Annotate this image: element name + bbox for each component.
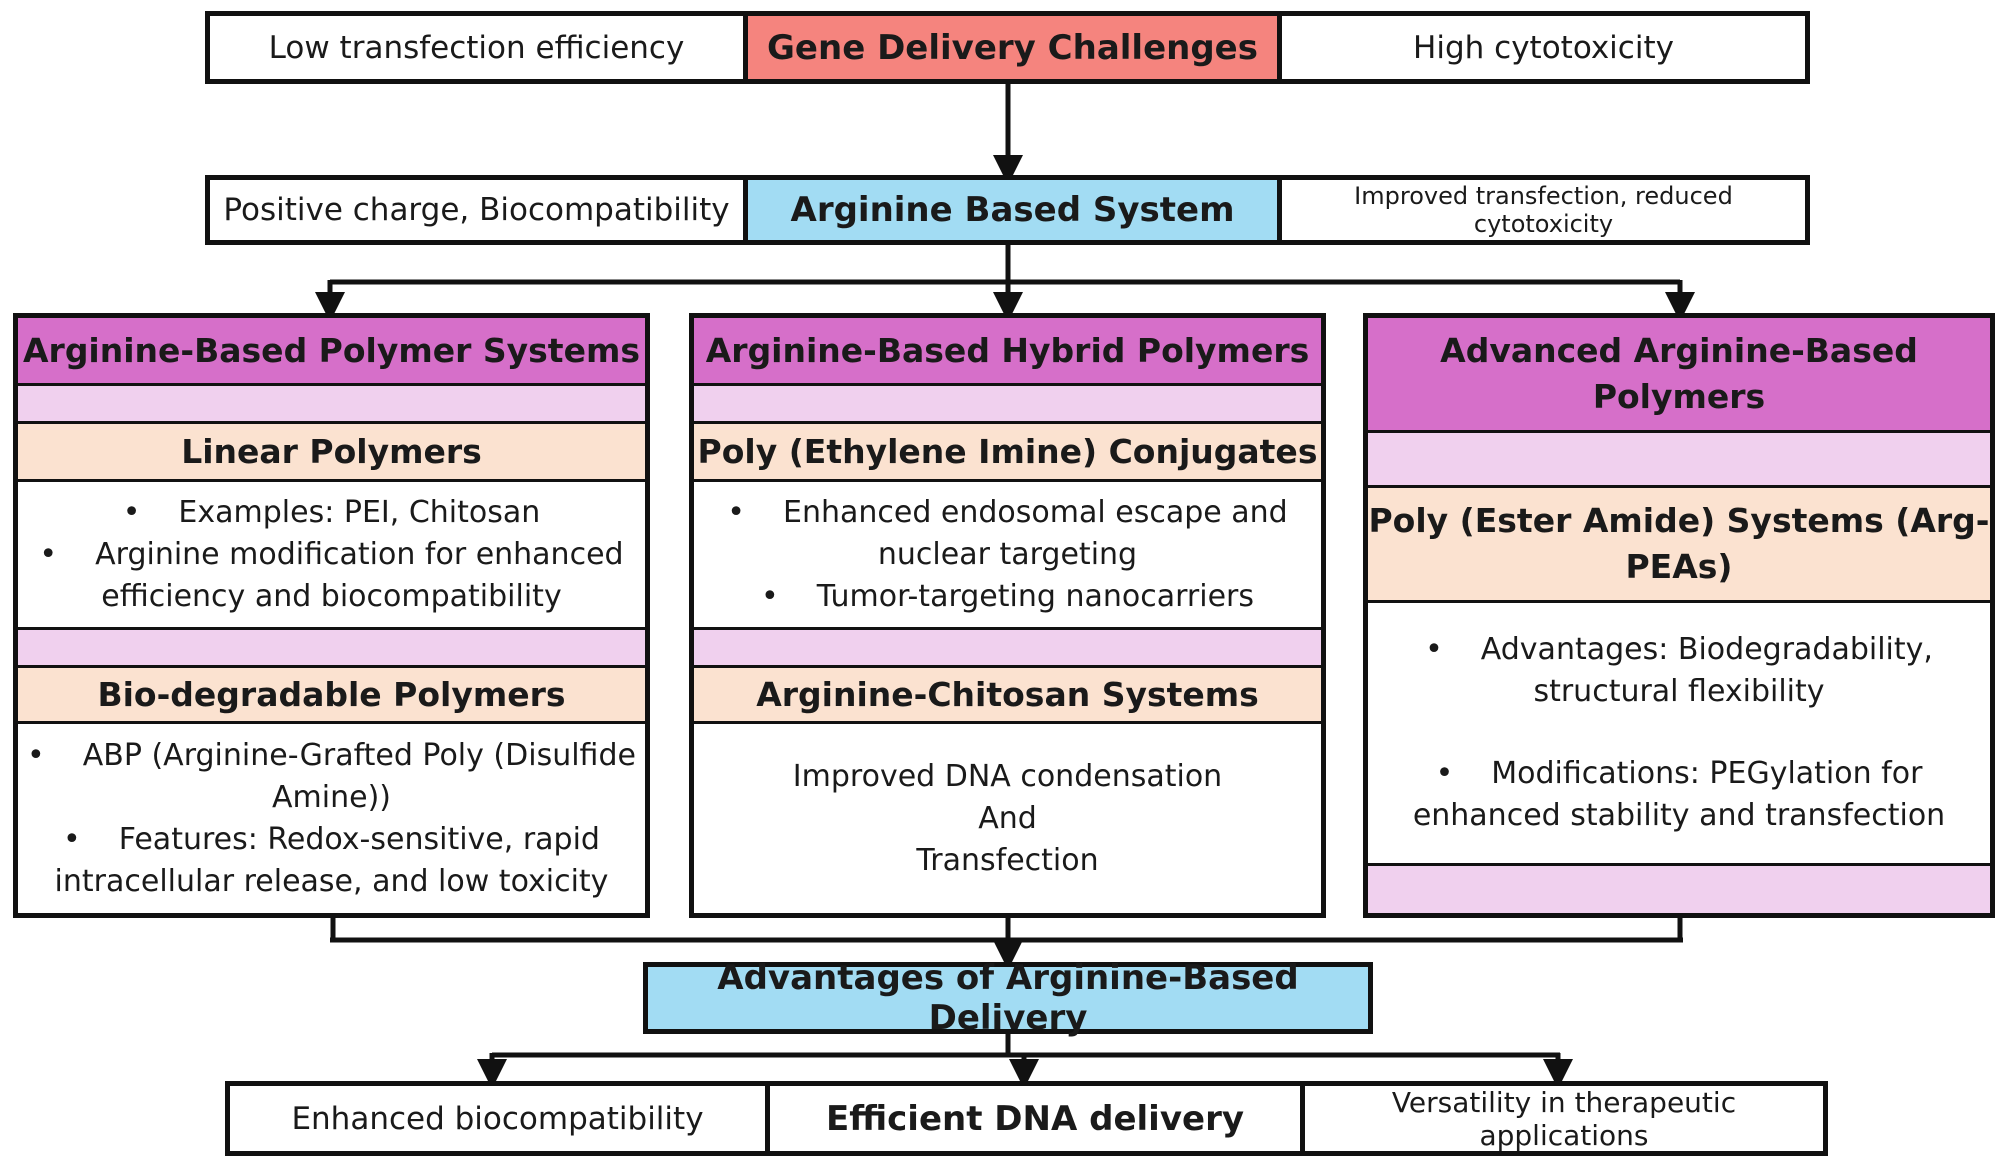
list-item: Modifications: PEGylation for enhanced s… bbox=[1368, 753, 1990, 837]
col3-spacer-2 bbox=[1368, 866, 1990, 913]
col1-header: Arginine-Based Polymer Systems bbox=[18, 318, 645, 386]
col1-spacer-2 bbox=[18, 630, 645, 668]
col1-section2-title: Bio-degradable Polymers bbox=[18, 668, 645, 724]
list-item: Arginine modification for enhanced effic… bbox=[18, 534, 645, 618]
col2-header: Arginine-Based Hybrid Polymers bbox=[694, 318, 1321, 386]
col1-spacer-1 bbox=[18, 386, 645, 424]
advantages-title: Advantages of Arginine-Based Delivery bbox=[643, 958, 1373, 1038]
col2-section2-title: Arginine-Chitosan Systems bbox=[694, 668, 1321, 724]
col3-header: Advanced Arginine-Based Polymers bbox=[1368, 318, 1990, 433]
system-row: Positive charge, Biocompatibility Argini… bbox=[205, 175, 1810, 245]
col3-section1-title: Poly (Ester Amide) Systems (Arg-PEAs) bbox=[1368, 488, 1990, 603]
col2-spacer-2 bbox=[694, 630, 1321, 668]
text-line: And bbox=[978, 800, 1037, 836]
col3-spacer-1 bbox=[1368, 433, 1990, 488]
outcome-left: Enhanced biocompatibility bbox=[291, 1100, 704, 1137]
col1-section1-title: Linear Polymers bbox=[18, 424, 645, 482]
challenges-row: Low transfection efficiency Gene Deliver… bbox=[205, 11, 1810, 84]
list-item: Examples: PEI, Chitosan bbox=[115, 492, 549, 534]
col2-section2-text: Improved DNA condensation And Transfecti… bbox=[694, 724, 1321, 913]
list-item: Enhanced endosomal escape and nuclear ta… bbox=[694, 492, 1321, 576]
system-left: Positive charge, Biocompatibility bbox=[223, 192, 730, 228]
outcome-center: Efficient DNA delivery bbox=[765, 1086, 1300, 1151]
text-line: Improved DNA condensation bbox=[792, 758, 1223, 794]
col1-section1-list: Examples: PEI, Chitosan Arginine modific… bbox=[18, 482, 645, 630]
outcomes-row: Enhanced biocompatibility Efficient DNA … bbox=[225, 1081, 1828, 1156]
list-item: Tumor-targeting nanocarriers bbox=[753, 576, 1262, 618]
column-polymer-systems: Arginine-Based Polymer Systems Linear Po… bbox=[13, 313, 650, 918]
text-line: Transfection bbox=[916, 842, 1099, 878]
list-item: ABP (Arginine-Grafted Poly (Disulfide Am… bbox=[18, 735, 645, 819]
challenge-title: Gene Delivery Challenges bbox=[743, 16, 1277, 79]
col3-section1-list: Advantages: Biodegradability, structural… bbox=[1368, 603, 1990, 866]
challenge-left: Low transfection efficiency bbox=[268, 29, 685, 66]
system-right: Improved transfection, reduced cytotoxic… bbox=[1277, 180, 1805, 240]
col2-section1-list: Enhanced endosomal escape and nuclear ta… bbox=[694, 482, 1321, 630]
outcome-right: Versatility in therapeutic applications bbox=[1300, 1086, 1823, 1152]
col2-section1-title: Poly (Ethylene Imine) Conjugates bbox=[694, 424, 1321, 482]
column-advanced-polymers: Advanced Arginine-Based Polymers Poly (E… bbox=[1363, 313, 1995, 918]
challenge-right: High cytotoxicity bbox=[1277, 16, 1805, 79]
column-hybrid-polymers: Arginine-Based Hybrid Polymers Poly (Eth… bbox=[689, 313, 1326, 918]
col1-section2-list: ABP (Arginine-Grafted Poly (Disulfide Am… bbox=[18, 724, 645, 913]
list-item: Advantages: Biodegradability, structural… bbox=[1368, 629, 1990, 713]
col2-spacer-1 bbox=[694, 386, 1321, 424]
system-title: Arginine Based System bbox=[743, 180, 1277, 240]
list-item: Features: Redox-sensitive, rapid intrace… bbox=[18, 819, 645, 903]
